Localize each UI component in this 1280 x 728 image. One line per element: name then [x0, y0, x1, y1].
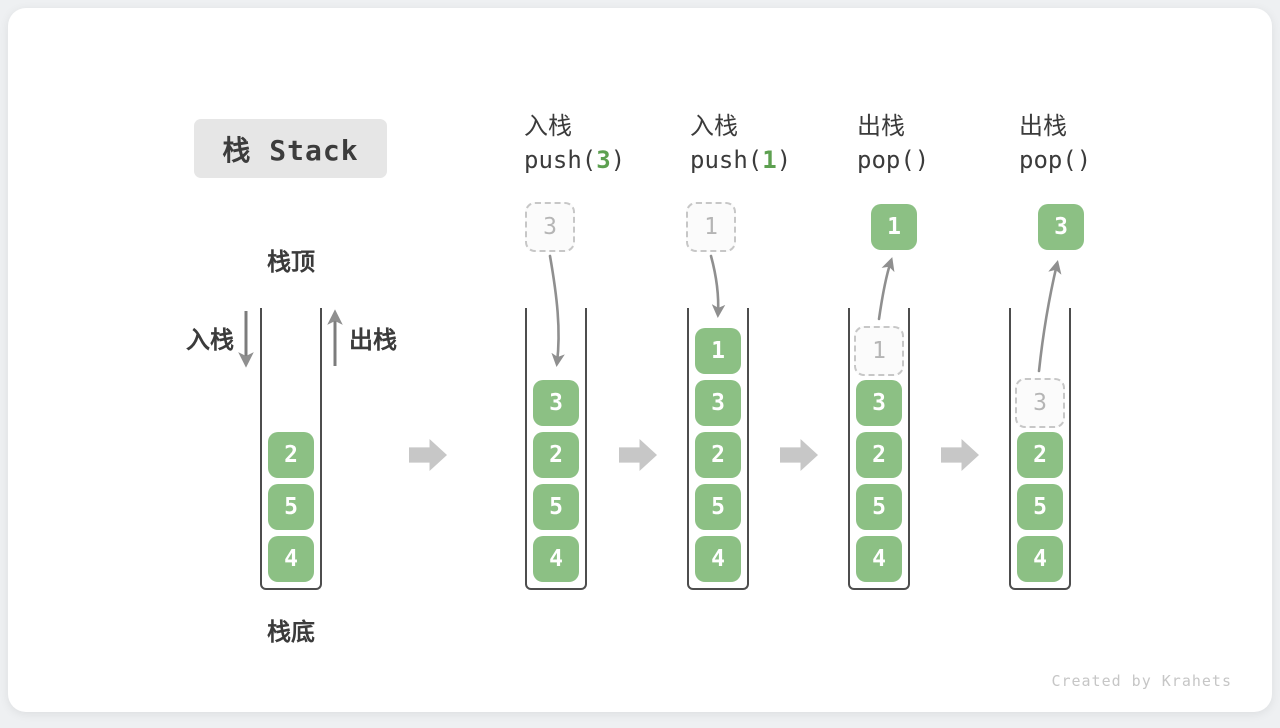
- next-step-arrow-icon: [941, 439, 979, 471]
- stage-op-cn: 入栈: [524, 112, 572, 140]
- stack-cell: 5: [533, 484, 579, 530]
- stage-op-cn: 出栈: [1019, 112, 1067, 140]
- floating-element-dashed: 3: [525, 202, 575, 252]
- stack-cell: 3: [856, 380, 902, 426]
- next-step-arrow-icon: [409, 439, 447, 471]
- stack-cell-ghost: 3: [1015, 378, 1065, 428]
- stage-op-cn: 出栈: [857, 112, 905, 140]
- next-step-arrow-icon: [780, 439, 818, 471]
- floating-element-popped: 3: [1038, 204, 1084, 250]
- pop-side-label: 出栈: [349, 326, 397, 354]
- stage-header-pop-1: 出栈 pop(): [857, 114, 929, 172]
- stack-cell: 2: [533, 432, 579, 478]
- stack-cell: 5: [1017, 484, 1063, 530]
- stage-header-push-3: 入栈 push(3): [524, 114, 625, 172]
- floating-element-dashed: 1: [686, 202, 736, 252]
- stack-cell: 4: [533, 536, 579, 582]
- stack-cell: 2: [856, 432, 902, 478]
- stack-cell: 5: [856, 484, 902, 530]
- push-side-label: 入栈: [186, 326, 234, 354]
- stack-cell: 4: [268, 536, 314, 582]
- floating-element-popped: 1: [871, 204, 917, 250]
- stage-op-code: push(3): [524, 146, 626, 174]
- stack-cell: 2: [268, 432, 314, 478]
- stack-container-push-1: 1 3 2 5 4: [687, 308, 749, 590]
- stack-cell: 5: [268, 484, 314, 530]
- stage-op-code: pop(): [1019, 146, 1092, 174]
- stack-cell: 3: [695, 380, 741, 426]
- stack-cell: 5: [695, 484, 741, 530]
- stage-header-pop-3: 出栈 pop(): [1019, 114, 1091, 172]
- credit-text: Created by Krahets: [1051, 672, 1232, 690]
- stage-header-push-1: 入栈 push(1): [690, 114, 791, 172]
- stack-top-label: 栈顶: [267, 248, 315, 276]
- stack-cell: 1: [695, 328, 741, 374]
- stage-op-code: pop(): [857, 146, 930, 174]
- push-1-flow-arrow-icon: [709, 254, 726, 319]
- stack-cell: 2: [695, 432, 741, 478]
- stage-op-cn: 入栈: [690, 112, 738, 140]
- stack-cell-ghost: 1: [854, 326, 904, 376]
- stack-cell: 3: [533, 380, 579, 426]
- stack-cell: 4: [1017, 536, 1063, 582]
- stack-cell: 4: [695, 536, 741, 582]
- stack-cell: 2: [1017, 432, 1063, 478]
- stack-container-push-3: 3 2 5 4: [525, 308, 587, 590]
- stack-cell: 4: [856, 536, 902, 582]
- stack-bottom-label: 栈底: [267, 618, 315, 646]
- stack-container-initial: 2 5 4: [260, 308, 322, 590]
- diagram-card: 栈 Stack 栈顶 栈底 入栈 出栈 入栈 push(3) 入栈 push(1…: [8, 8, 1272, 712]
- diagram-title: 栈 Stack: [194, 119, 387, 178]
- next-step-arrow-icon: [619, 439, 657, 471]
- stage-op-code: push(1): [690, 146, 792, 174]
